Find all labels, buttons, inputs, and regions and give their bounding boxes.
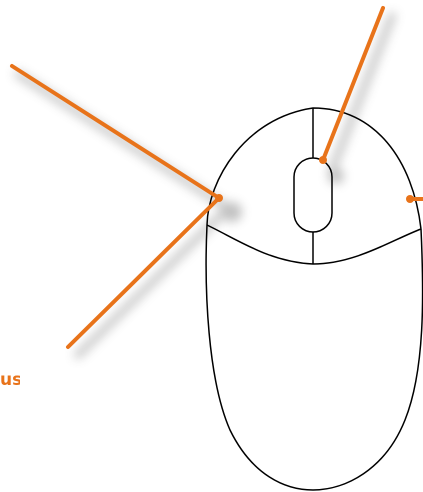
left-upper-pointer — [12, 66, 219, 198]
mouse-body-outline — [206, 225, 423, 490]
partial-left-label: us — [0, 368, 20, 392]
pointer-lines — [12, 8, 423, 347]
shadow-left-lower — [78, 208, 228, 355]
button-separator-curve — [207, 225, 421, 264]
shadow-left-upper — [18, 74, 228, 208]
pointer-ends — [215, 156, 414, 203]
top-pointer — [323, 8, 383, 160]
shadow-left-point — [222, 202, 242, 222]
shadow-top — [332, 16, 392, 170]
pointer-shadows — [18, 16, 392, 355]
scroll-wheel — [294, 158, 332, 232]
mouse-outline — [206, 108, 423, 490]
left-lower-pointer — [68, 198, 219, 347]
right-pointer-dot — [406, 195, 414, 203]
left-pointer-dot — [215, 194, 223, 202]
top-pointer-dot — [319, 156, 327, 164]
